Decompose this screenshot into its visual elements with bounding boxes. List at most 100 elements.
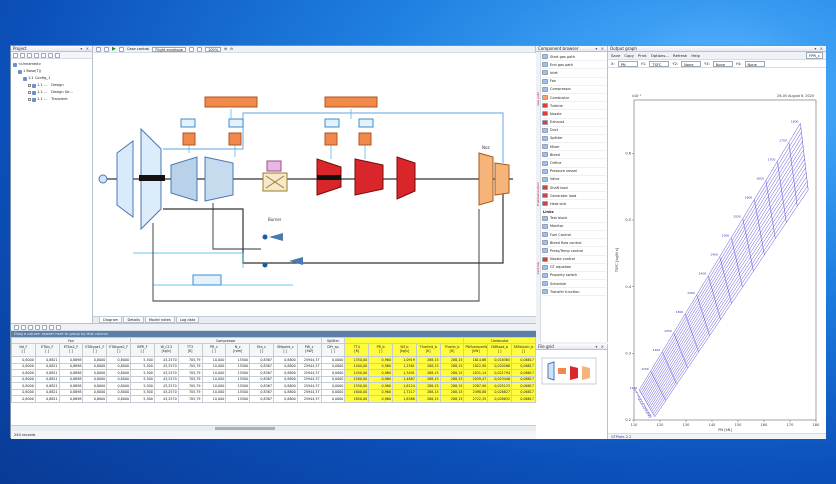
- chart-toolbar-button[interactable]: Help: [691, 53, 700, 58]
- zoom-in-icon[interactable]: ⊕: [224, 47, 228, 51]
- table-cell[interactable]: 705,79: [177, 395, 203, 403]
- case-select[interactable]: Flight envelope: [152, 46, 186, 52]
- component-item[interactable]: Monitor: [542, 223, 606, 231]
- component-item[interactable]: Valve: [542, 176, 606, 184]
- table-cell[interactable]: 0,06817: [511, 395, 536, 403]
- column-header[interactable]: FARstoich_b[ ]: [511, 343, 536, 357]
- control-blocks[interactable]: [180, 118, 374, 286]
- export-icon[interactable]: [14, 325, 19, 330]
- component-item[interactable]: Mixer: [542, 143, 606, 152]
- run-icon[interactable]: ▶: [112, 46, 116, 52]
- y2-axis-select[interactable]: None: [681, 60, 702, 67]
- component-item[interactable]: Test block: [542, 215, 606, 223]
- column-header[interactable]: BPR_F[ ]: [130, 343, 155, 357]
- component-item[interactable]: Turbine: [542, 102, 606, 111]
- compressor-component[interactable]: [170, 156, 234, 202]
- component-item[interactable]: Compressor: [542, 86, 606, 94]
- pane-controls-icon[interactable]: ▾ ✕: [595, 46, 605, 51]
- turbine-ip[interactable]: [354, 158, 384, 196]
- zoom-out-icon[interactable]: ⊖: [230, 47, 234, 51]
- component-item[interactable]: Fuel Control: [542, 231, 606, 240]
- tree-item[interactable]: 1.1 ...Transient: [11, 96, 92, 103]
- delete-icon[interactable]: [41, 53, 46, 58]
- diagram-tab[interactable]: Details: [123, 317, 144, 323]
- chart-toolbar-button[interactable]: Refresh: [672, 53, 688, 58]
- tree-item[interactable]: 1 Base(Tj): [11, 68, 92, 75]
- column-header[interactable]: FARload_b[ ]: [487, 343, 513, 357]
- tree-checkbox[interactable]: [28, 91, 31, 94]
- table-cell[interactable]: 0,0000: [320, 395, 346, 403]
- component-item[interactable]: Splitter: [542, 135, 606, 144]
- table-cell[interactable]: 0,960: [368, 395, 393, 403]
- parameter-select[interactable]: FPR_c: [805, 52, 823, 59]
- up-icon[interactable]: [48, 53, 53, 58]
- zoom-select[interactable]: 100%: [204, 46, 222, 52]
- column-header[interactable]: SMpoint_c[ ]: [272, 343, 298, 357]
- tree-item[interactable]: 1.1 ...Design: [11, 82, 92, 89]
- tree-item[interactable]: <Unnamed>: [11, 61, 92, 68]
- column-header[interactable]: Nd_F[ ]: [11, 343, 36, 357]
- inlet-component[interactable]: [98, 140, 134, 218]
- y4-axis-select[interactable]: None: [744, 60, 765, 67]
- step-icon[interactable]: [118, 46, 124, 52]
- chart-toolbar-button[interactable]: Print: [637, 53, 647, 58]
- tree-checkbox[interactable]: [28, 84, 31, 87]
- diagram-tab[interactable]: Model notes: [144, 317, 175, 323]
- table-cell[interactable]: 5,500: [130, 395, 155, 403]
- component-item[interactable]: Fan: [542, 78, 606, 86]
- y3-axis-select[interactable]: None: [712, 60, 733, 67]
- component-item[interactable]: Shaft load: [542, 184, 606, 193]
- table-cell[interactable]: 0,8367: [249, 395, 274, 403]
- table-cell[interactable]: 0,8898: [58, 395, 84, 403]
- fan-component[interactable]: [139, 127, 165, 231]
- column-header[interactable]: ETAis2_F[ ]: [58, 343, 84, 357]
- table-cell[interactable]: 15500: [225, 395, 251, 403]
- horizontal-scrollbar[interactable]: [11, 425, 536, 431]
- table-cell[interactable]: 288,15: [439, 395, 465, 403]
- turbine-hp[interactable]: [316, 158, 342, 196]
- table-cell[interactable]: 43,2570: [153, 395, 179, 403]
- engine-model-diagram[interactable]: Burner Noz: [93, 53, 536, 316]
- component-item[interactable]: Nozzle control: [542, 256, 606, 264]
- component-item[interactable]: Generator load: [542, 192, 606, 201]
- component-item[interactable]: Bleed flow control: [542, 239, 606, 248]
- component-item[interactable]: Combustor: [542, 94, 606, 103]
- column-header[interactable]: N_c[rpm]: [225, 343, 251, 357]
- column-header[interactable]: PW_c[kW]: [296, 343, 322, 357]
- component-item[interactable]: Press/Temp control: [542, 247, 606, 256]
- down-icon[interactable]: [55, 53, 60, 58]
- component-item[interactable]: Exhaust: [542, 119, 606, 127]
- stop-icon[interactable]: [104, 46, 109, 52]
- column-header[interactable]: PR_b[ ]: [368, 343, 393, 357]
- valve-symbols[interactable]: [262, 233, 304, 268]
- chart-toolbar-button[interactable]: Copy: [624, 53, 634, 58]
- pane-controls-icon[interactable]: ▾ ✕: [595, 344, 605, 349]
- pointer-icon[interactable]: [96, 46, 101, 52]
- table-cell[interactable]: 0,8000: [106, 395, 132, 403]
- column-header[interactable]: TT3[K]: [177, 343, 203, 357]
- component-item[interactable]: Bleed: [542, 151, 606, 160]
- align-icon[interactable]: [196, 46, 202, 52]
- component-item[interactable]: Schedule: [542, 280, 606, 289]
- column-header[interactable]: ETAtype2_F[ ]: [106, 343, 132, 357]
- component-item[interactable]: Duct: [542, 127, 606, 135]
- table-cell[interactable]: 2722,35: [463, 395, 489, 403]
- component-item[interactable]: Nozzle: [542, 110, 606, 119]
- side-label-controls[interactable]: Controls: [536, 262, 540, 275]
- column-header[interactable]: TT4[K]: [344, 343, 370, 357]
- copy-icon[interactable]: [21, 325, 26, 330]
- side-label-gas-path[interactable]: Gas path: [536, 92, 540, 106]
- orange-blocks[interactable]: [182, 96, 378, 146]
- group-by-hint[interactable]: Drag a column header here to group by th…: [11, 331, 536, 337]
- nozzle-component[interactable]: [478, 152, 510, 206]
- diagram-tab[interactable]: Diagram: [99, 317, 123, 323]
- links-section-header[interactable]: Links: [543, 209, 554, 214]
- settings-icon[interactable]: [56, 325, 61, 330]
- table-cell[interactable]: 0,028632: [487, 395, 513, 403]
- tree-checkbox[interactable]: [28, 98, 31, 101]
- column-header[interactable]: PWfueloverW_b[kW]: [463, 343, 489, 357]
- add-icon[interactable]: [34, 53, 39, 58]
